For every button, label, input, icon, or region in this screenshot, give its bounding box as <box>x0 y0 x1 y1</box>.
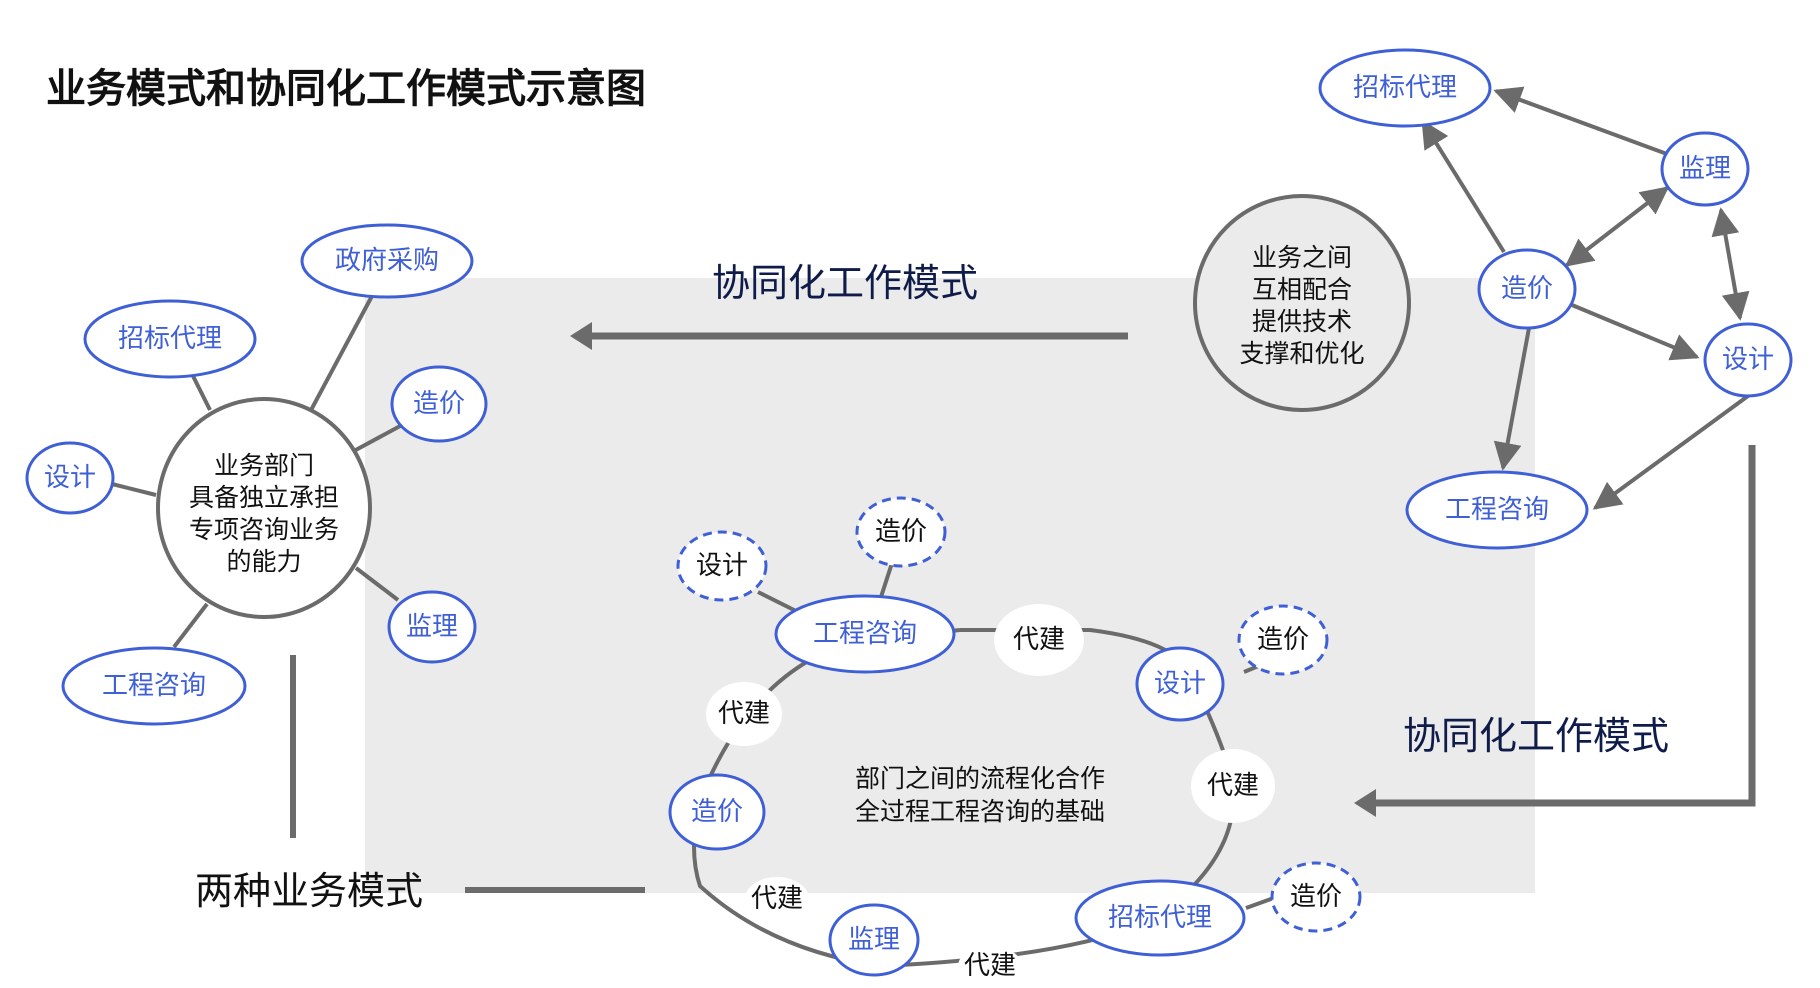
hub-node-design-label: 设计 <box>44 463 96 493</box>
dashed-node-cost-right <box>1237 604 1329 676</box>
network-node-bidding-agency-label: 招标代理 <box>1353 73 1457 103</box>
process-node-supervision-label: 监理 <box>848 925 900 955</box>
process-loop-center-text: 部门之间的流程化合作 全过程工程咨询的基础 <box>854 764 1105 826</box>
process-node-engineering-consulting <box>774 594 956 674</box>
page-title: 业务模式和协同化工作模式示意图 <box>46 66 646 112</box>
network-node-design <box>1703 322 1793 398</box>
network-node-design-label: 设计 <box>1722 345 1774 375</box>
two-modes-bracket <box>290 655 645 893</box>
agent-label-top-bg <box>994 604 1084 676</box>
network-node-engineering-consulting-label: 工程咨询 <box>1445 495 1549 525</box>
process-node-engineering-consulting-label: 工程咨询 <box>813 619 917 649</box>
agent-label-bottom-left: 代建 <box>751 884 803 914</box>
dashed-node-cost-bottom <box>1270 861 1362 933</box>
two-modes-label: 两种业务模式 <box>195 869 424 913</box>
process-nodes: 工程咨询 设计 招标代理 监理 造价 <box>668 594 1246 977</box>
agent-label-left: 代建 <box>718 699 770 729</box>
agent-label-bottom-left-bg <box>745 877 809 921</box>
network-node-supervision-label: 监理 <box>1679 154 1731 184</box>
hub-node-government-procurement <box>300 223 474 299</box>
process-node-cost <box>668 773 766 851</box>
hub-node-government-procurement-label: 政府采购 <box>335 246 439 276</box>
network-center-text: 业务之间 互相配合 提供技术 支撑和优化 <box>1239 243 1365 368</box>
hub-node-design <box>25 441 115 515</box>
left-hub-spokes <box>111 295 403 649</box>
network-node-cost-label: 造价 <box>1501 274 1553 304</box>
hub-node-bidding-agency <box>83 299 257 379</box>
network-edges <box>1421 86 1750 510</box>
agent-label-bottom-bg <box>958 946 1022 986</box>
agent-label-right: 代建 <box>1207 771 1259 801</box>
hub-node-supervision <box>387 590 477 664</box>
dashed-node-cost-bottom-label: 造价 <box>1290 882 1342 912</box>
process-node-cost-label: 造价 <box>691 797 743 827</box>
hub-node-cost-label: 造价 <box>413 389 465 419</box>
collab-arrow-top-head <box>570 322 592 350</box>
process-node-bidding-agency <box>1074 879 1246 957</box>
dashed-node-design-label: 设计 <box>696 551 748 581</box>
agent-label-right-bg <box>1191 749 1275 823</box>
process-node-supervision <box>828 903 920 977</box>
network-node-cost <box>1477 248 1577 330</box>
network-node-bidding-agency <box>1318 48 1492 128</box>
process-dashed-nodes: 设计 造价 造价 造价 <box>676 496 1362 933</box>
network-center <box>1193 194 1411 412</box>
hub-node-engineering-consulting-label: 工程咨询 <box>102 671 206 701</box>
hub-node-cost <box>390 365 488 443</box>
hub-node-engineering-consulting <box>61 646 247 726</box>
agent-labels: 代建 代建 代建 代建 代建 <box>706 604 1275 986</box>
agent-label-left-bg <box>706 682 782 746</box>
dashed-node-cost-top <box>855 496 947 568</box>
network-nodes: 招标代理 监理 造价 设计 工程咨询 <box>1318 48 1793 550</box>
process-node-bidding-agency-label: 招标代理 <box>1108 903 1212 933</box>
agent-label-top: 代建 <box>1013 625 1065 655</box>
process-node-design-label: 设计 <box>1154 669 1206 699</box>
collab-mode-label-right: 协同化工作模式 <box>1403 714 1670 758</box>
collab-mode-label-top: 协同化工作模式 <box>712 261 979 305</box>
left-hub-center <box>156 397 372 619</box>
dashed-node-cost-top-label: 造价 <box>875 517 927 547</box>
process-node-design <box>1135 646 1225 722</box>
agent-label-bottom: 代建 <box>964 951 1016 981</box>
collab-arrow-right-head <box>1354 789 1376 817</box>
dashed-node-design <box>676 530 768 602</box>
hub-node-supervision-label: 监理 <box>406 612 458 642</box>
network-node-engineering-consulting <box>1405 470 1589 550</box>
collab-arrow-right <box>1372 445 1756 807</box>
left-hub-nodes: 政府采购 招标代理 造价 设计 监理 工程咨询 <box>25 223 488 726</box>
hub-node-bidding-agency-label: 招标代理 <box>118 324 222 354</box>
left-hub-center-text: 业务部门 具备独立承担 专项咨询业务 的能力 <box>188 451 339 576</box>
dashed-node-cost-right-label: 造价 <box>1257 625 1309 655</box>
network-node-supervision <box>1660 131 1750 207</box>
